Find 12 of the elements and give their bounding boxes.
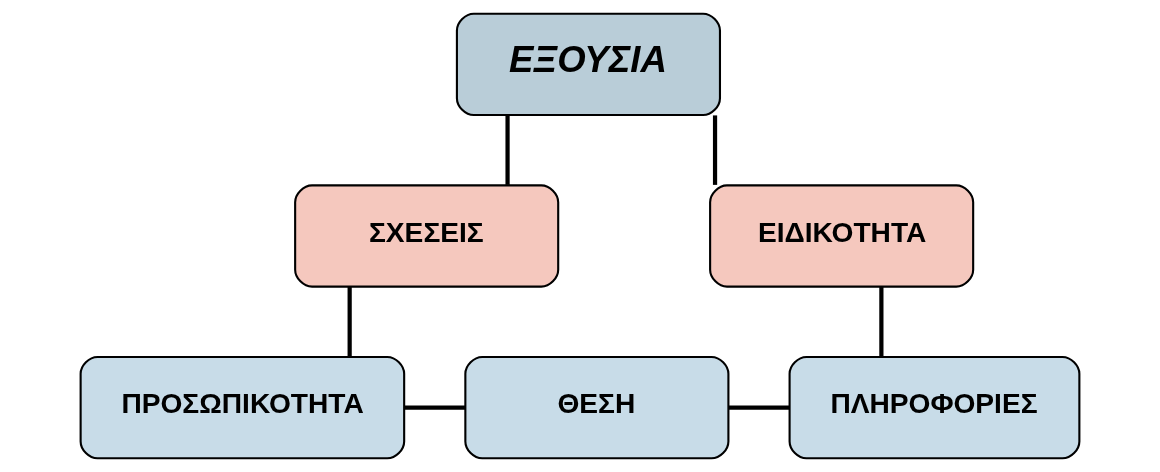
connector [404, 405, 466, 410]
node-box: ΕΙΔΙΚΟΤΗΤΑ [709, 184, 975, 288]
node-box: ΣΧΕΣΕΙΣ [294, 184, 560, 288]
connector [712, 115, 718, 185]
connector [728, 405, 790, 410]
node-box: ΠΡΟΣΩΠΙΚΟΤΗΤΑ [79, 355, 406, 460]
node-box: ΠΛΗΡΟΦΟΡΙΕΣ [788, 355, 1081, 460]
node-box: ΕΞΟΥΣΙΑ [455, 12, 722, 117]
node-box: ΘΕΣΗ [464, 355, 730, 460]
connector [879, 287, 884, 357]
connector [505, 115, 510, 185]
connector [347, 287, 352, 357]
